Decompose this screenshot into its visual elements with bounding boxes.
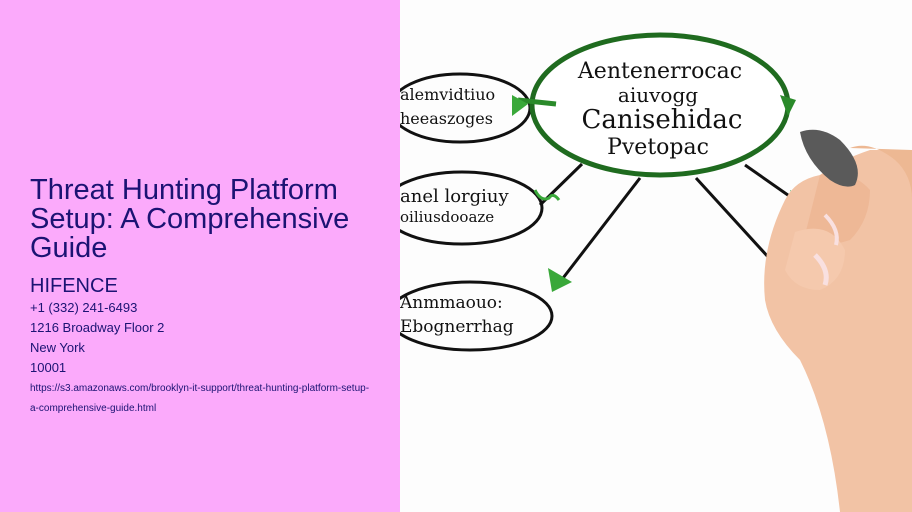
node-text: alemvidtiuo [400,85,495,104]
center-node-text: Canisehidac [582,105,743,135]
node-text: anel lorgiuy [400,186,510,207]
connector-line [744,163,796,202]
arrow-icon [533,189,561,201]
center-node-text: Aentenerrocac [577,59,742,84]
node-text: oiliusdooaze [400,208,494,226]
pen-icon [800,129,858,187]
node-text: Anmmaouo: [400,293,503,313]
info-panel: Threat Hunting Platform Setup: A Compreh… [0,0,400,512]
company-name: HIFENCE [30,275,118,297]
page-title: Threat Hunting Platform Setup: A Compreh… [30,174,350,264]
phone-number: +1 (332) 241-6493 [30,300,138,315]
hand-illustration [764,129,912,512]
arrow-icon [548,268,572,292]
connector-line [558,177,642,283]
street-address: 1216 Broadway Floor 2 [30,320,165,335]
source-url-link[interactable]: https://s3.amazonaws.com/brooklyn-it-sup… [30,383,370,414]
city: New York [30,340,85,355]
mind-map-illustration: Aentenerrocac aiuvogg Canisehidac Pvetop… [400,0,912,512]
center-node-text: aiuvogg [618,83,698,107]
connector-line [694,176,782,272]
arrow-icon [512,95,528,116]
zip-code: 10001 [30,360,67,375]
center-node-text: Pvetopac [607,135,709,160]
node-text: heeaszoges [400,109,493,128]
arrow-icon [517,97,557,107]
diagram-graphic: Aentenerrocac aiuvogg Canisehidac Pvetop… [400,32,912,512]
arrow-icon [780,95,796,116]
node-oval [400,170,544,246]
node-oval [400,280,554,352]
node-text: Ebognerrhag [400,317,514,337]
